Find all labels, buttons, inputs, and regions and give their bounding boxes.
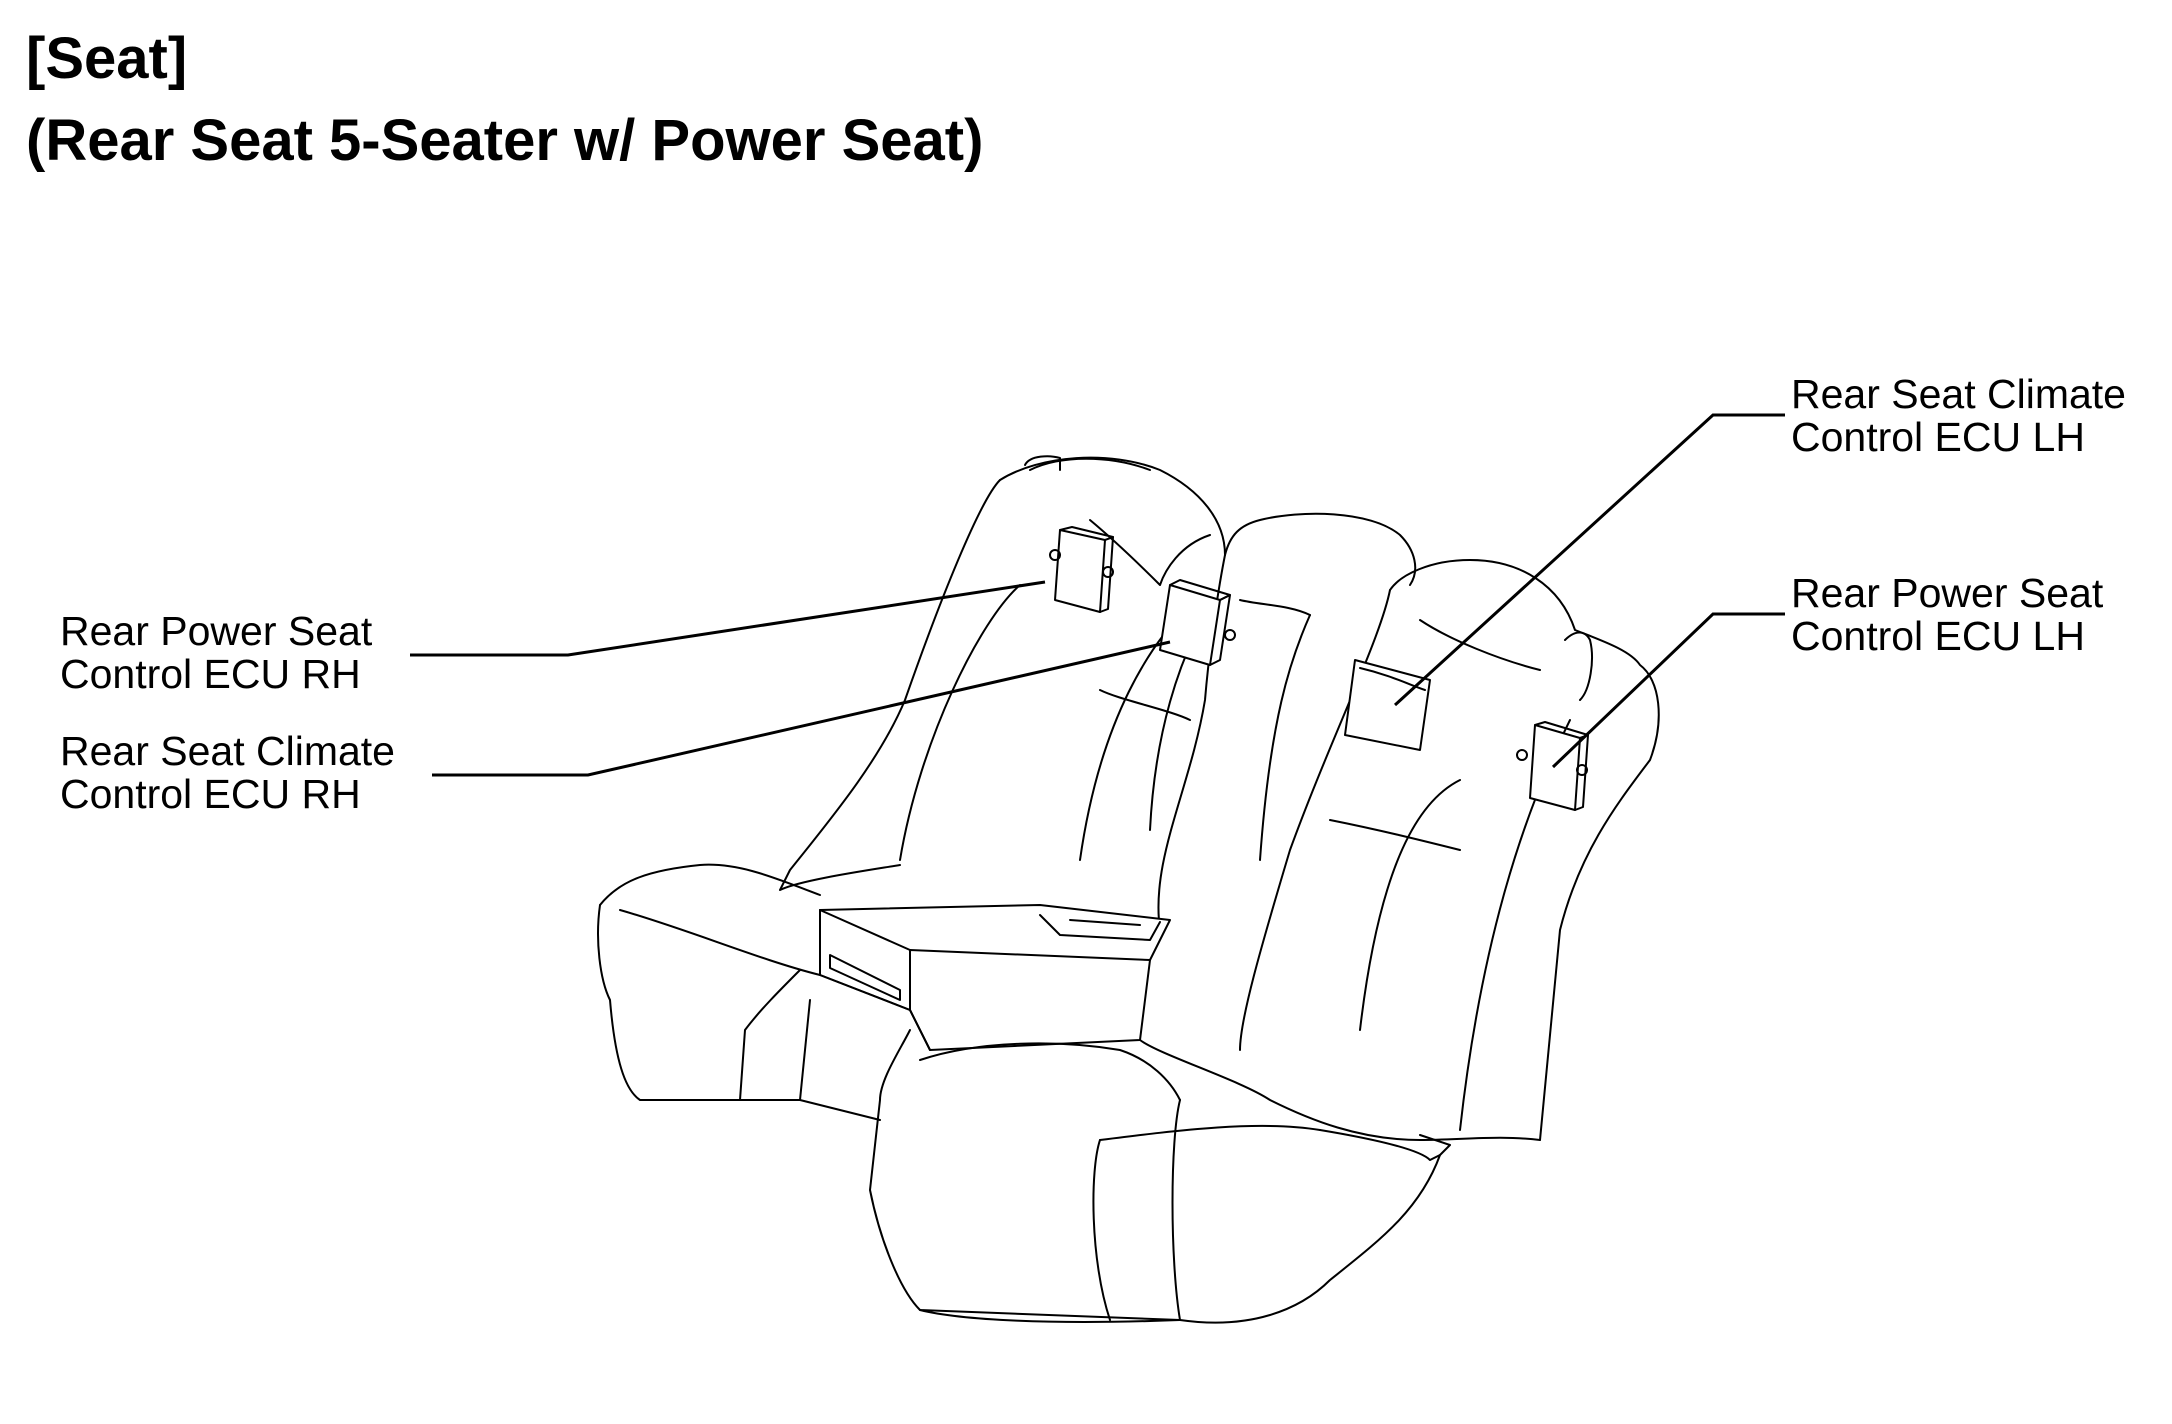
callout-line-2: Control ECU RH [60,771,361,817]
callout-line-2: Control ECU RH [60,651,361,697]
callout-line-2: Control ECU LH [1791,414,2085,460]
callout-line-2: Control ECU LH [1791,613,2085,659]
callout-rear-power-seat-ecu-lh: Rear Power Seat Control ECU LH [1791,572,2103,658]
callout-rear-power-seat-ecu-rh: Rear Power Seat Control ECU RH [60,610,372,696]
rear-seat-climate-ecu-lh-part [1344,659,1431,751]
callout-line-1: Rear Power Seat [1791,570,2104,616]
leader-rear-power-seat-ecu-lh [1551,612,1785,769]
leader-rear-power-seat-ecu-rh [410,580,1046,657]
callout-line-1: Rear Power Seat [60,608,373,654]
page-subtitle: (Rear Seat 5-Seater w/ Power Seat) [26,108,984,173]
leader-rear-seat-climate-ecu-rh [432,640,1171,777]
callout-line-1: Rear Seat Climate [1791,371,2126,417]
armrest [819,904,1171,1051]
rear-seat-climate-ecu-rh-part [1159,579,1236,666]
callout-rear-seat-climate-ecu-lh: Rear Seat Climate Control ECU LH [1791,373,2126,459]
seat-back-lh [1239,559,1660,1141]
seat-cushion [597,863,1541,1324]
rear-power-seat-ecu-rh-part [1049,526,1114,613]
callout-line-1: Rear Seat Climate [60,728,395,774]
callout-rear-seat-climate-ecu-rh: Rear Seat Climate Control ECU RH [60,730,395,816]
leader-rear-seat-climate-ecu-lh [1393,413,1785,707]
leader-lines [410,413,1785,777]
page-title: [Seat] [26,26,188,91]
seat-back-rh [779,455,1226,891]
